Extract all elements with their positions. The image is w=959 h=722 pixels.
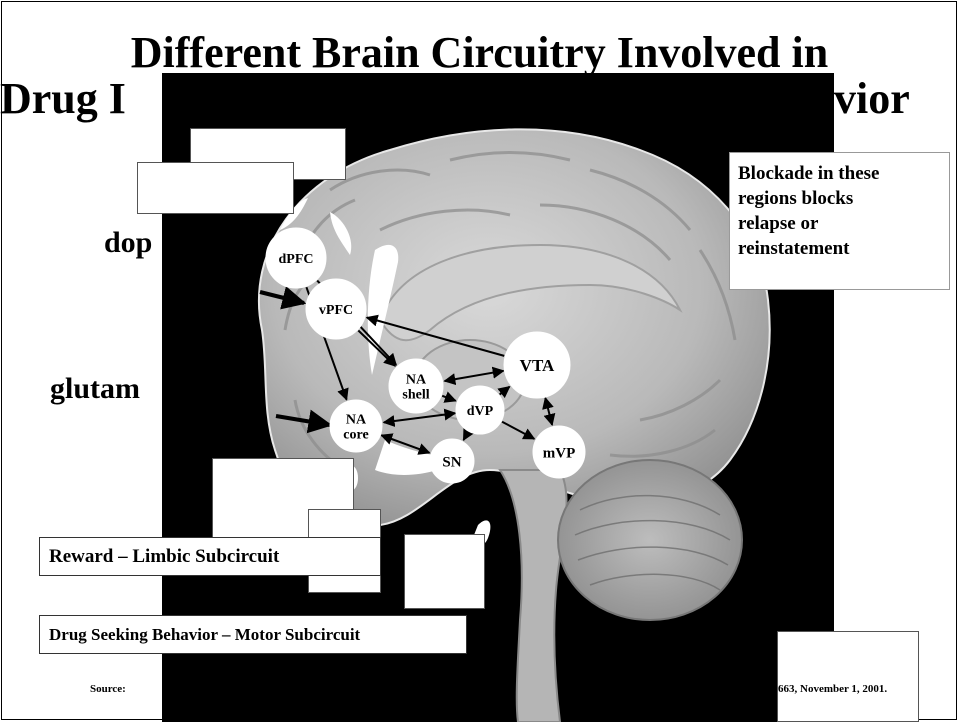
edge-dVP-VTA xyxy=(500,387,510,395)
node-mVP: mVP xyxy=(533,426,585,478)
node-label-NA_shell: shell xyxy=(402,387,429,402)
node-SN: SN xyxy=(430,439,474,483)
node-dPFC: dPFC xyxy=(266,228,326,288)
source-label: Source: xyxy=(90,683,126,695)
source-citation: 663, November 1, 2001. xyxy=(778,683,887,695)
edge-NA_core-SN xyxy=(381,435,429,453)
blockade-note-line-4: reinstatement xyxy=(738,236,949,261)
node-VTA: VTA xyxy=(504,332,570,398)
node-label-dPFC: dPFC xyxy=(279,252,314,267)
blockade-note-line-3: relapse or xyxy=(738,211,949,236)
node-vPFC: vPFC xyxy=(306,279,366,339)
edge-VTA-vPFC xyxy=(367,318,504,356)
edge-VTA-NA_shell xyxy=(445,371,504,381)
edge-dVP-mVP xyxy=(502,422,534,439)
motor-subcircuit-box: Drug Seeking Behavior – Motor Subcircuit xyxy=(39,615,467,654)
node-label-mVP: mVP xyxy=(543,445,576,461)
node-label-NA_shell: NA xyxy=(406,372,427,387)
blockade-note-line-2: regions blocks xyxy=(738,186,949,211)
node-dVP: dVP xyxy=(456,386,504,434)
node-label-NA_core: core xyxy=(343,427,368,442)
node-label-SN: SN xyxy=(442,454,461,470)
dopamine-input-arrow xyxy=(260,292,304,303)
edge-dVP-NA_core xyxy=(384,413,455,422)
reward-limbic-box: Reward – Limbic Subcircuit xyxy=(39,537,381,576)
glutamate-input-arrow xyxy=(276,416,330,425)
edge-dVP-SN xyxy=(464,432,468,440)
node-label-dVP: dVP xyxy=(467,404,494,419)
node-label-VTA: VTA xyxy=(520,356,555,375)
blockade-note: Blockade in these regions blocks relapse… xyxy=(729,152,950,290)
node-label-vPFC: vPFC xyxy=(319,303,353,318)
node-label-NA_core: NA xyxy=(346,412,367,427)
blockade-note-line-1: Blockade in these xyxy=(738,161,949,186)
edge-vPFC-NA_shell xyxy=(358,330,395,365)
edge-NA_shell-dVP xyxy=(442,396,455,401)
edge-VTA-mVP xyxy=(545,398,552,425)
